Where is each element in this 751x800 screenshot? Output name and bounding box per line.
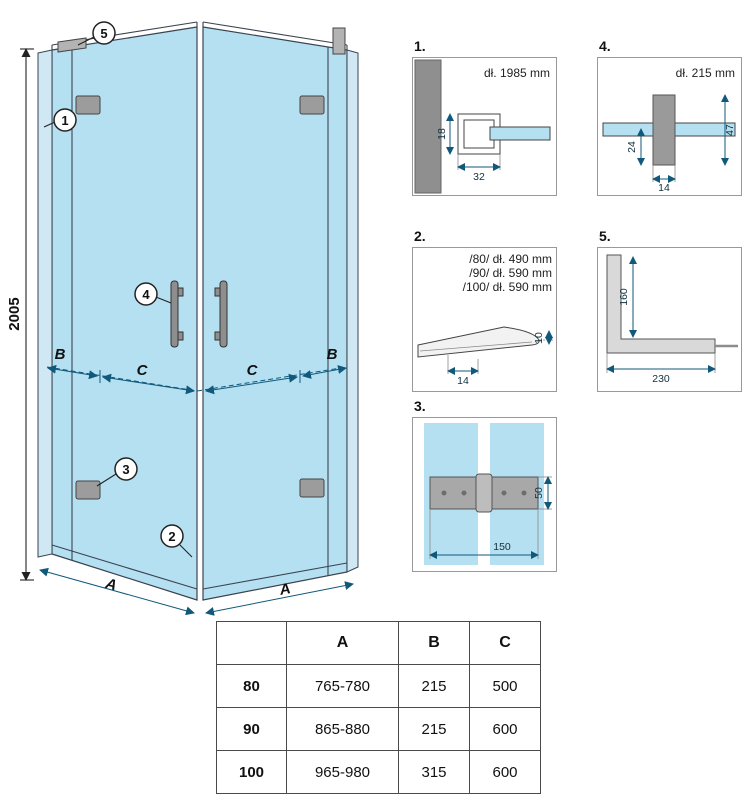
detail-5: 5. 160 230 (597, 228, 742, 397)
detail-1-drawing: 18 32 dł. 1985 mm (412, 57, 557, 196)
door-handle-right (214, 280, 228, 348)
bottom-dimension-a-left: A (39, 567, 195, 616)
detail-1: 1. 18 32 (412, 38, 557, 201)
wall-profile-right (346, 49, 359, 573)
row-90-a: 865-880 (286, 707, 399, 751)
dim-label-a-left: A (103, 575, 119, 594)
door-handle-left (170, 280, 184, 348)
detail-2-number: 2. (414, 228, 426, 244)
row-80-size: 80 (216, 664, 287, 708)
callout-1: 1 (43, 108, 77, 132)
seal-strip-section (417, 326, 553, 358)
detail-3-number: 3. (414, 398, 426, 414)
hinge-plate-section (429, 473, 539, 513)
row-100-b: 315 (398, 750, 470, 794)
hinge-top-right (299, 95, 325, 115)
hinge-bottom-left (75, 480, 101, 500)
width-dimension-chain: B C C B (46, 346, 348, 395)
detail-3-dim-50: 50 (533, 487, 545, 499)
detail-2-drawing: /80/ dł. 490 mm /90/ dł. 590 mm /100/ dł… (412, 247, 557, 392)
height-dimension-label: 2005 (6, 297, 23, 330)
callout-1-number: 1 (61, 113, 68, 128)
detail-4-dim-47: 47 (724, 124, 736, 136)
detail-3-dimensions: 150 50 (429, 476, 552, 559)
detail-2-dimensions: 14 10 (447, 330, 553, 387)
wall-profile-section (457, 113, 551, 155)
table-row-90: 90 865-880 215 600 (216, 707, 541, 751)
row-80-c: 500 (469, 664, 541, 708)
callout-5-number: 5 (100, 26, 107, 41)
wall-profile-left (37, 49, 53, 558)
detail-2: 2. /80/ dł. 490 mm /90/ dł. 590 mm /100/… (412, 228, 557, 397)
table-header-c: C (469, 621, 541, 665)
callout-4: 4 (134, 282, 172, 306)
detail-4-number: 4. (599, 38, 611, 54)
detail-4-dim-14: 14 (658, 182, 670, 194)
detail-2-length-80: /80/ dł. 490 mm (469, 252, 552, 266)
dim-label-c-left: C (137, 362, 149, 379)
detail-3-drawing: 150 50 (412, 417, 557, 572)
row-90-size: 90 (216, 707, 287, 751)
row-90-b: 215 (398, 707, 470, 751)
bottom-dimension-a-right: A (205, 580, 354, 616)
detail-2-length-90: /90/ dł. 590 mm (469, 266, 552, 280)
detail-4-length-label: dł. 215 mm (676, 66, 735, 80)
table-header-blank (216, 621, 287, 665)
detail-4-drawing: 24 47 14 dł. 215 mm (597, 57, 742, 196)
size-table: A B C 80 765-780 215 500 90 865-880 215 … (216, 621, 541, 794)
detail-5-dimensions: 160 230 (606, 256, 716, 385)
callout-5: 5 (77, 21, 116, 46)
detail-3-dim-150: 150 (493, 541, 511, 553)
callout-2: 2 (160, 524, 193, 558)
detail-5-dim-160: 160 (618, 288, 630, 306)
detail-2-dim-10: 10 (533, 332, 545, 344)
table-header-a: A (286, 621, 399, 665)
size-table-header-row: A B C (216, 621, 541, 665)
row-80-b: 215 (398, 664, 470, 708)
row-100-a: 965-980 (286, 750, 399, 794)
detail-2-length-100: /100/ dł. 590 mm (463, 280, 552, 294)
detail-4-dim-24: 24 (626, 141, 638, 153)
hinge-top-left (75, 95, 101, 115)
top-bracket-right (332, 27, 346, 55)
hinge-stiles (71, 47, 329, 576)
hinge-bottom-right (299, 478, 325, 498)
table-row-80: 80 765-780 215 500 (216, 664, 541, 708)
callout-2-number: 2 (168, 529, 175, 544)
main-drawing: B C C B A A 2005 5 1 (6, 21, 359, 616)
row-100-size: 100 (216, 750, 287, 794)
detail-3: 3. (412, 398, 557, 577)
table-header-b: B (398, 621, 470, 665)
callout-3-number: 3 (122, 462, 129, 477)
table-row-100: 100 965-980 315 600 (216, 750, 541, 794)
detail-5-number: 5. (599, 228, 611, 244)
callout-3: 3 (96, 457, 138, 487)
row-100-c: 600 (469, 750, 541, 794)
dim-label-a-right: A (277, 580, 292, 599)
detail-1-dim-18: 18 (436, 128, 448, 140)
detail-5-drawing: 160 230 (597, 247, 742, 392)
dim-label-c-right: C (247, 362, 259, 379)
callout-4-number: 4 (142, 287, 150, 302)
top-bracket-left (57, 37, 87, 53)
row-80-a: 765-780 (286, 664, 399, 708)
height-dimension: 2005 (6, 48, 34, 581)
top-profile-edges (51, 21, 348, 50)
detail-1-dim-32: 32 (473, 171, 485, 183)
detail-4-dimensions: 24 47 14 (626, 94, 736, 194)
dim-label-b-right: B (327, 346, 338, 363)
detail-1-number: 1. (414, 38, 426, 54)
wall-section (414, 59, 442, 194)
detail-4: 4. 24 47 14 (597, 38, 742, 201)
detail-1-length-label: dł. 1985 mm (484, 66, 550, 80)
row-90-c: 600 (469, 707, 541, 751)
dim-label-b-left: B (55, 346, 66, 363)
clamp-block-section (652, 94, 676, 166)
detail-1-dimensions: 18 32 (436, 113, 501, 183)
detail-5-dim-230: 230 (652, 373, 670, 385)
detail-2-dim-14: 14 (457, 375, 469, 387)
